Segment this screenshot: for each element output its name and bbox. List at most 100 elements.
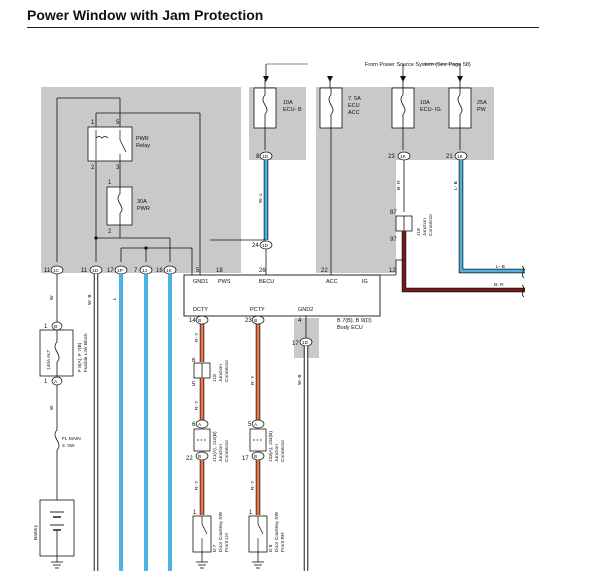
wire-l-b-outline bbox=[458, 160, 525, 274]
svg-text:PWS: PWS bbox=[218, 279, 231, 285]
battery: Battery bbox=[33, 499, 75, 569]
wire-b-r bbox=[402, 231, 525, 292]
svg-text:ECU- B: ECU- B bbox=[283, 107, 302, 113]
fuse-pw: 25A PW bbox=[448, 80, 487, 150]
diagram-title: Power Window with Jam Protection bbox=[27, 7, 264, 23]
wire-label-w: W bbox=[49, 295, 55, 300]
svg-text:22: 22 bbox=[186, 456, 193, 462]
svg-text:140A ALT: 140A ALT bbox=[46, 349, 52, 370]
svg-text:30A: 30A bbox=[137, 199, 147, 205]
door-courtesy-sw-lh: 1 D 7 Door Courtesy SW Front LH bbox=[192, 510, 230, 569]
svg-text:1: 1 bbox=[91, 120, 95, 126]
wire-label-w-b: W- B bbox=[87, 294, 93, 305]
power-source-note: From Power Source System (See Page 58) bbox=[365, 62, 471, 68]
svg-text:17: 17 bbox=[292, 341, 299, 347]
svg-text:1P: 1P bbox=[117, 268, 123, 274]
svg-text:B 7(B), B 9(D): B 7(B), B 9(D) bbox=[337, 318, 372, 324]
svg-text:1: 1 bbox=[44, 379, 48, 385]
wire-label-r-y-rh: R- Y bbox=[250, 375, 256, 385]
svg-text:Junction: Junction bbox=[274, 444, 280, 462]
svg-text:1D: 1D bbox=[302, 340, 309, 346]
svg-text:ECU- IG: ECU- IG bbox=[420, 107, 441, 113]
svg-text:J11(A), J12(B): J11(A), J12(B) bbox=[212, 431, 218, 462]
svg-text:Connector: Connector bbox=[224, 359, 230, 382]
svg-text:3: 3 bbox=[116, 165, 120, 171]
junction-j33: 5 A 17 B J33(A), J34(B) Junction Connect… bbox=[242, 419, 286, 462]
door-courtesy-sw-rh: 1 D 8 Door Courtesy SW Front RH bbox=[248, 510, 286, 569]
svg-text:1D: 1D bbox=[262, 154, 269, 160]
svg-text:7: 7 bbox=[134, 268, 138, 274]
wire-label-l-b-right: L- B bbox=[496, 264, 505, 270]
wire-break-icon bbox=[521, 284, 525, 298]
svg-text:26: 26 bbox=[259, 268, 266, 274]
fl-main-fuse: FL MAIN 3. 0W bbox=[54, 429, 81, 451]
svg-text:J33(A), J34(B): J33(A), J34(B) bbox=[268, 431, 274, 462]
svg-text:6: 6 bbox=[192, 358, 196, 364]
connector-ig-out: 23 1K bbox=[388, 151, 411, 161]
svg-text:Battery: Battery bbox=[33, 524, 39, 540]
junction-j18-right: 87 97 J18 Junction Connector bbox=[390, 210, 434, 243]
connector-row: 11 1C 11 1D 17 1P 7 1J 16 1K bbox=[44, 265, 177, 275]
svg-text:Connector: Connector bbox=[224, 439, 230, 462]
svg-text:J18: J18 bbox=[416, 228, 422, 236]
svg-text:A: A bbox=[254, 422, 258, 428]
svg-text:16: 16 bbox=[156, 268, 163, 274]
wire-l-b bbox=[459, 160, 525, 273]
svg-text:25A: 25A bbox=[477, 100, 487, 106]
svg-text:B: B bbox=[254, 318, 257, 324]
pin-dcty: 14 bbox=[189, 318, 196, 324]
wire-label-r-y: R- Y bbox=[194, 332, 200, 342]
svg-text:Door Courtesy SW: Door Courtesy SW bbox=[274, 512, 280, 552]
svg-text:10A: 10A bbox=[283, 100, 293, 106]
svg-text:Fusible Link Block: Fusible Link Block bbox=[83, 333, 89, 372]
svg-text:PW: PW bbox=[477, 107, 487, 113]
svg-text:1: 1 bbox=[44, 324, 48, 330]
wire-label-w-l: W- L bbox=[258, 193, 264, 203]
svg-text:A: A bbox=[54, 379, 58, 385]
svg-text:21: 21 bbox=[446, 154, 453, 160]
svg-text:1C: 1C bbox=[53, 268, 60, 274]
connector-ecub-out: 8 1D bbox=[256, 151, 273, 161]
svg-text:11: 11 bbox=[81, 268, 88, 274]
relay-box-region bbox=[41, 87, 241, 273]
svg-text:Body ECU: Body ECU bbox=[337, 325, 363, 331]
svg-text:24: 24 bbox=[252, 243, 259, 249]
svg-text:ACC: ACC bbox=[326, 279, 338, 285]
svg-text:DCTY: DCTY bbox=[193, 307, 208, 313]
svg-text:PWR: PWR bbox=[136, 136, 149, 142]
arrow-head-icon bbox=[327, 76, 333, 82]
wire-break-icon bbox=[521, 265, 525, 279]
svg-text:BECU: BECU bbox=[259, 279, 274, 285]
svg-text:ECU: ECU bbox=[348, 103, 360, 109]
svg-text:Connector: Connector bbox=[428, 213, 434, 236]
svg-text:IG: IG bbox=[362, 279, 368, 285]
wire-label-w-b2: W- B bbox=[297, 374, 303, 385]
svg-text:Junction: Junction bbox=[422, 218, 428, 236]
svg-text:12: 12 bbox=[389, 268, 396, 274]
svg-text:D 8: D 8 bbox=[268, 544, 274, 552]
svg-text:1D: 1D bbox=[92, 268, 99, 274]
svg-text:B: B bbox=[254, 454, 257, 460]
svg-text:1K: 1K bbox=[166, 268, 173, 274]
junction-j11: 6 A 22 B J11(A), J12(B) Junction Connect… bbox=[186, 419, 230, 462]
svg-text:7. 5A: 7. 5A bbox=[348, 96, 361, 102]
svg-text:8: 8 bbox=[256, 154, 260, 160]
svg-text:3. 0W: 3. 0W bbox=[62, 443, 75, 449]
svg-text:5: 5 bbox=[192, 382, 196, 388]
pin-gnd2: 4 bbox=[298, 318, 302, 324]
junction-j18-left: 6 5 J18 Junction Connector bbox=[192, 358, 230, 388]
svg-text:Connector: Connector bbox=[280, 439, 286, 462]
arrow-head-icon bbox=[457, 76, 463, 82]
svg-text:PWR: PWR bbox=[137, 206, 150, 212]
title-rule bbox=[27, 27, 539, 28]
connector-dcty: B bbox=[195, 315, 209, 325]
svg-text:5: 5 bbox=[196, 268, 200, 274]
fusible-link-140a: B 1 140A ALT A 1 F 8(A), F 7(B) Fusible … bbox=[39, 321, 89, 386]
svg-text:23: 23 bbox=[388, 154, 395, 160]
svg-text:Relay: Relay bbox=[136, 143, 150, 149]
connector-pw-out: 21 1K bbox=[446, 151, 468, 161]
fuse-ecu-acc: 7. 5A ECU ACC bbox=[319, 87, 361, 129]
wire-label-w2: W bbox=[49, 405, 55, 410]
arrow-head-icon bbox=[400, 76, 406, 82]
